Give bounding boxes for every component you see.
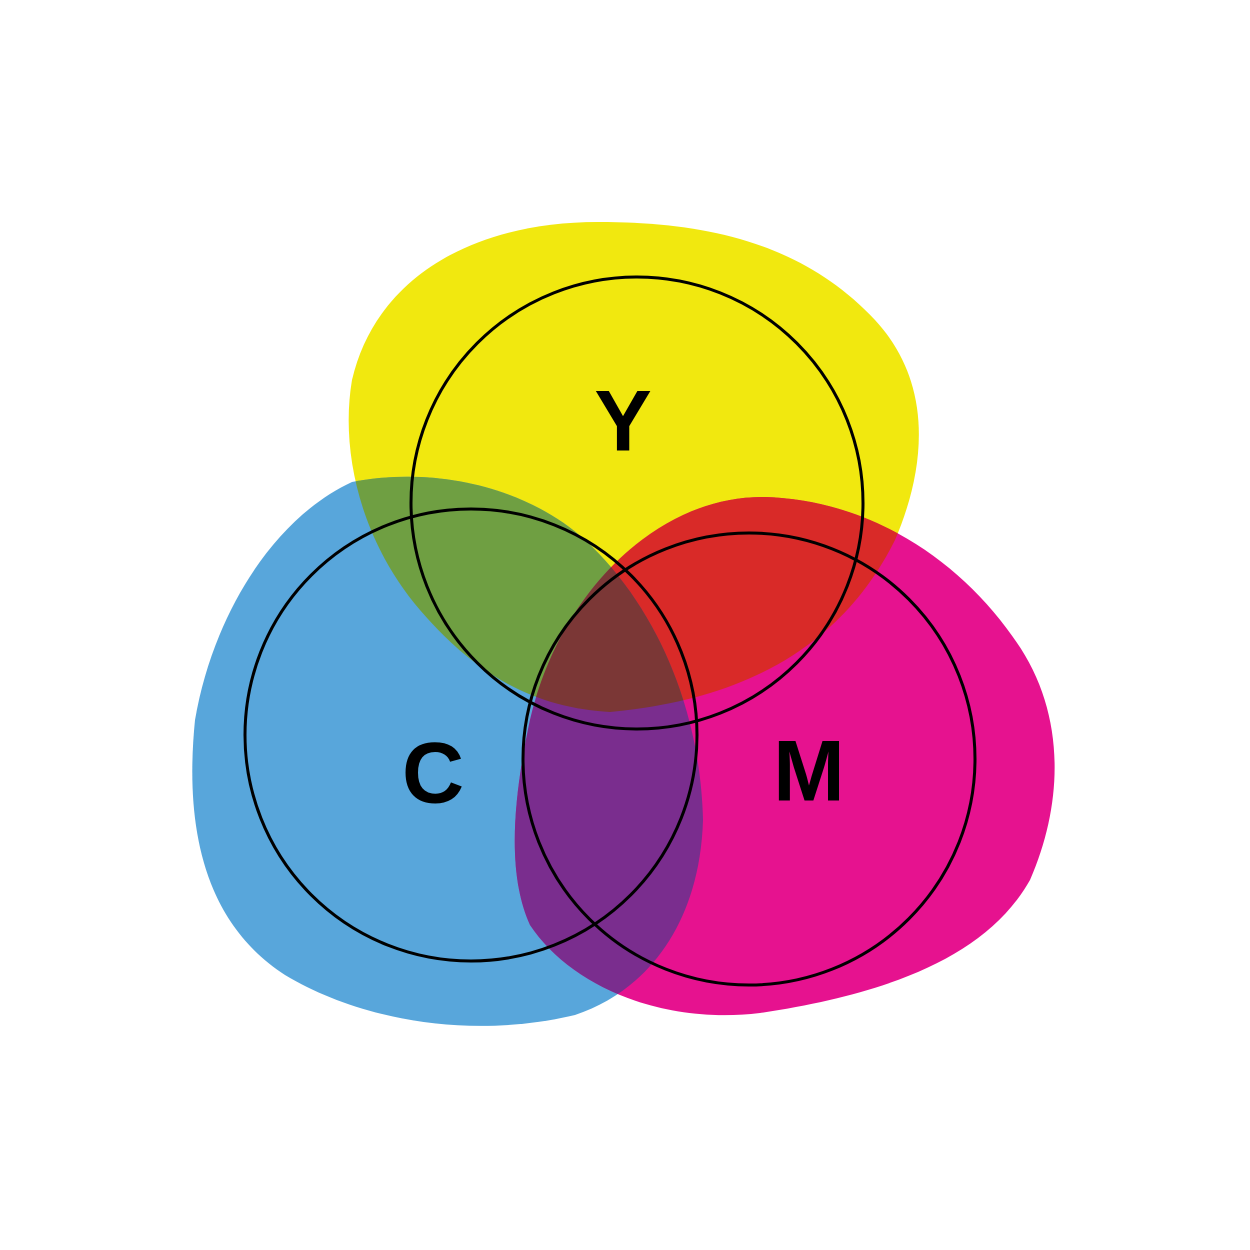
- cyan-label: C: [402, 726, 464, 822]
- yellow-circle-outline: [409, 275, 865, 731]
- yellow-label: Y: [594, 374, 651, 470]
- magenta-label: M: [773, 724, 845, 820]
- cyan-circle-outline: [243, 507, 699, 963]
- magenta-circle-outline: [521, 531, 977, 987]
